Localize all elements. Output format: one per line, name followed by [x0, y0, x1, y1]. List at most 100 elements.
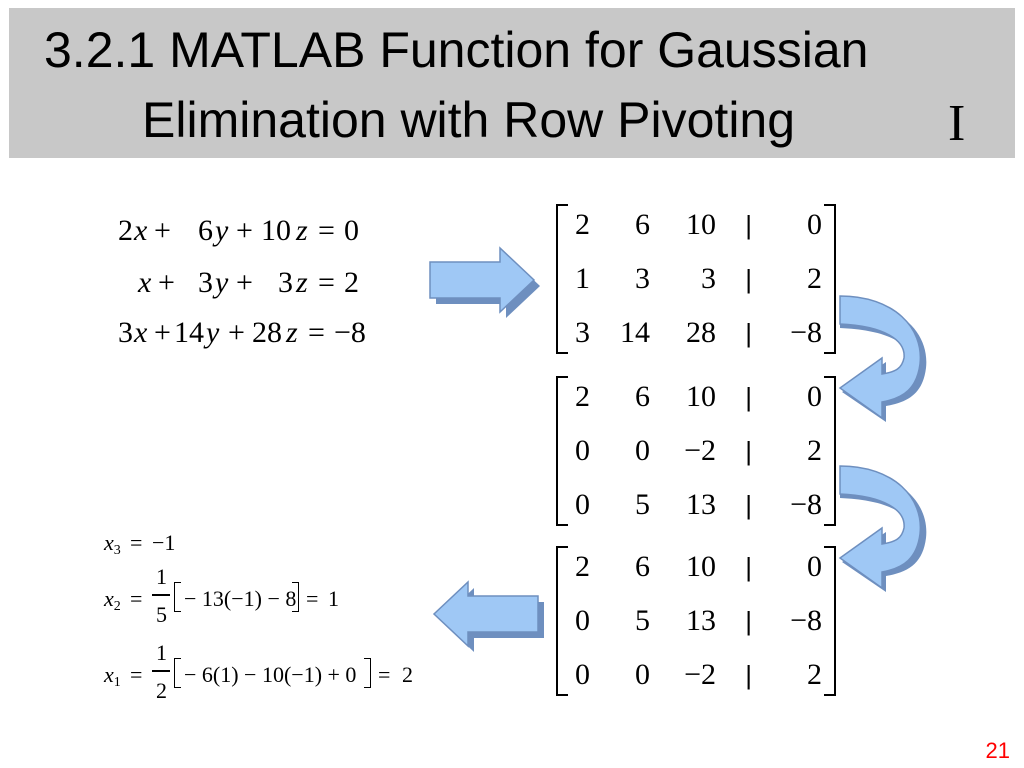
- matrix-left-bracket: [556, 204, 568, 354]
- expression: − 13(−1) − 8: [184, 586, 297, 611]
- matrix-cell: 2: [575, 208, 590, 241]
- coef: 3: [198, 266, 213, 299]
- op: =: [318, 266, 335, 299]
- op: +: [236, 266, 253, 299]
- equals: =: [130, 586, 143, 611]
- matrix-cell: 2: [807, 262, 822, 295]
- matrix-cell: −8: [790, 604, 822, 637]
- matrix-cell: 0: [807, 380, 822, 413]
- matrix-cell: 0: [635, 658, 650, 691]
- op: +: [158, 266, 175, 299]
- var: x: [138, 266, 152, 299]
- op: =: [318, 214, 335, 247]
- fraction-denominator: 5: [156, 602, 167, 627]
- left-bracket: [174, 582, 181, 612]
- matrix-cell: 10: [686, 550, 716, 583]
- var: x1: [104, 662, 121, 690]
- matrix-separator: |: [745, 210, 752, 240]
- matrix-right-bracket: [824, 204, 836, 354]
- matrix-separator: |: [745, 436, 752, 466]
- equals: =: [378, 662, 391, 687]
- matrix-cell: −2: [684, 658, 716, 691]
- coef: 3: [278, 266, 293, 299]
- left-arrow-icon: [432, 580, 544, 652]
- curved-arrow-icon: [838, 295, 927, 422]
- matrix-cell: −8: [790, 316, 822, 349]
- equals: =: [306, 586, 319, 611]
- fraction-denominator: 2: [156, 678, 167, 703]
- curved-arrow-icon: [838, 465, 927, 592]
- result: 2: [402, 662, 413, 687]
- coef: 14: [174, 316, 204, 349]
- fraction-numerator: 1: [156, 640, 167, 665]
- coef: 3: [118, 316, 133, 349]
- var: x3: [104, 530, 121, 558]
- equals: =: [130, 530, 143, 555]
- matrix-separator: |: [745, 382, 752, 412]
- matrix-cell: 6: [635, 380, 650, 413]
- matrix-separator: |: [745, 490, 752, 520]
- matrix-separator: |: [745, 264, 752, 294]
- var: z: [296, 266, 308, 299]
- matrix-cell: 14: [620, 316, 650, 349]
- matrix-cell: 3: [575, 316, 590, 349]
- matrix-cell: 3: [635, 262, 650, 295]
- matrix-cell: 0: [807, 208, 822, 241]
- var: y: [206, 316, 220, 349]
- title-bar: [9, 8, 1015, 158]
- var: z: [296, 214, 308, 247]
- rhs: 2: [344, 266, 359, 299]
- matrix-cell: 3: [701, 262, 716, 295]
- fraction-bar: [152, 594, 170, 596]
- matrix-cell: 0: [807, 550, 822, 583]
- op: =: [308, 316, 325, 349]
- matrix-cell: 28: [686, 316, 716, 349]
- var: x: [134, 316, 148, 349]
- slide-title-line-1: 3.2.1 MATLAB Function for Gaussian: [44, 22, 869, 78]
- matrix-left-bracket: [556, 376, 568, 526]
- matrix-cell: 0: [575, 434, 590, 467]
- matrix-cell: 1: [575, 262, 590, 295]
- var: y: [215, 266, 229, 299]
- matrix-cell: −8: [790, 488, 822, 521]
- matrix-cell: 13: [686, 604, 716, 637]
- fraction-bar: [152, 670, 170, 672]
- matrix-cell: 5: [635, 604, 650, 637]
- matrix-separator: |: [745, 606, 752, 636]
- result: 1: [328, 586, 339, 611]
- var: z: [286, 316, 298, 349]
- fraction-numerator: 1: [156, 564, 167, 589]
- matrix-cell: 10: [686, 380, 716, 413]
- slide-title-line-2: Elimination with Row Pivoting: [142, 92, 796, 148]
- var: y: [215, 214, 229, 247]
- coef: 28: [252, 316, 282, 349]
- rhs: −8: [334, 316, 366, 349]
- matrix-separator: |: [745, 660, 752, 690]
- right-bracket: [292, 582, 299, 612]
- value: −1: [152, 530, 176, 555]
- var: x2: [104, 586, 121, 614]
- page-number: 21: [985, 738, 1010, 763]
- matrix-left-bracket: [556, 546, 568, 696]
- matrix-cell: 2: [575, 380, 590, 413]
- matrix-cell: 0: [575, 488, 590, 521]
- text-cursor-icon: I: [948, 95, 966, 152]
- coef: 10: [261, 214, 291, 247]
- expression: − 6(1) − 10(−1) + 0: [184, 662, 357, 687]
- right-bracket: [364, 658, 371, 688]
- matrix-cell: 2: [807, 434, 822, 467]
- matrix-separator: |: [745, 318, 752, 348]
- matrix-cell: 0: [635, 434, 650, 467]
- var: x: [134, 214, 148, 247]
- coef: 2: [118, 214, 133, 247]
- matrix-right-bracket: [824, 376, 836, 526]
- matrix-cell: 0: [575, 604, 590, 637]
- op: +: [154, 214, 171, 247]
- matrix-cell: 10: [686, 208, 716, 241]
- matrix-cell: 5: [635, 488, 650, 521]
- op: +: [236, 214, 253, 247]
- rhs: 0: [344, 214, 359, 247]
- op: +: [154, 316, 171, 349]
- matrix-cell: 6: [635, 208, 650, 241]
